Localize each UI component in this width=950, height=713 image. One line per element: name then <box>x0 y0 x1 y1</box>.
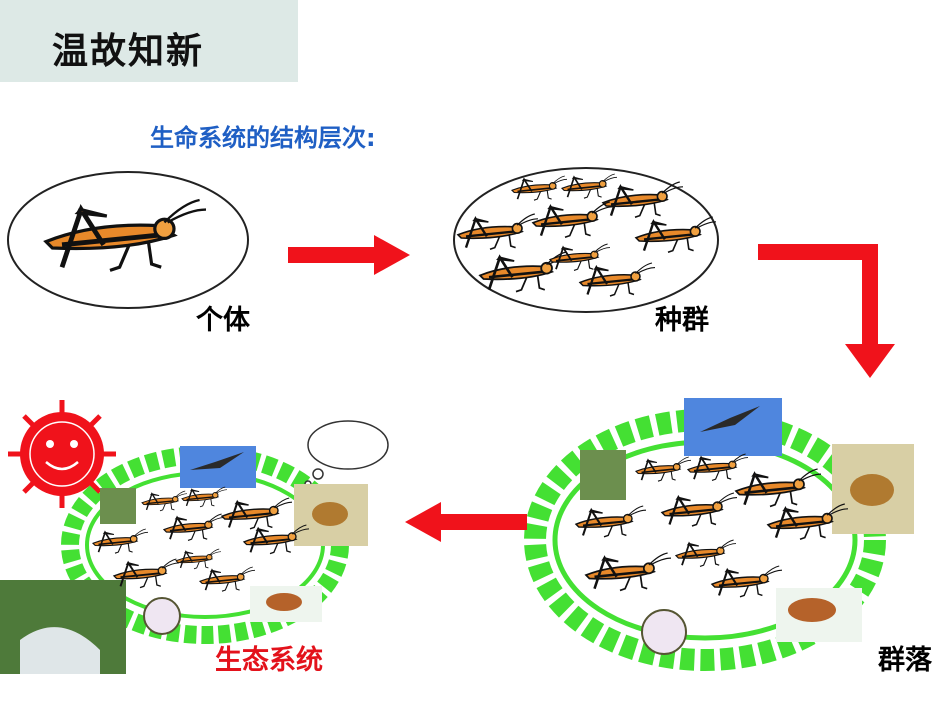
label-ecosystem: 生态系统 <box>215 645 323 676</box>
label-population: 种群 <box>655 305 709 336</box>
arrow-population-to-community <box>758 244 895 378</box>
mushroom-photo <box>143 597 181 635</box>
community-group <box>524 398 914 671</box>
label-community: 群落 <box>878 645 932 676</box>
eagle-photo <box>684 398 782 456</box>
title-banner <box>0 0 298 82</box>
sun-icon <box>8 400 116 508</box>
page-title: 温故知新 <box>52 31 205 72</box>
arrow-individual-to-population <box>288 235 410 275</box>
tree-photo <box>100 488 136 524</box>
ecosystem-group <box>0 400 389 674</box>
arrow-community-to-ecosystem <box>405 502 527 542</box>
tree-photo <box>580 450 626 500</box>
diagram-subtitle: 生命系统的结构层次: <box>150 124 376 152</box>
mushroom-photo <box>641 609 687 655</box>
cloud-icon <box>304 420 389 488</box>
label-individual: 个体 <box>196 305 250 336</box>
